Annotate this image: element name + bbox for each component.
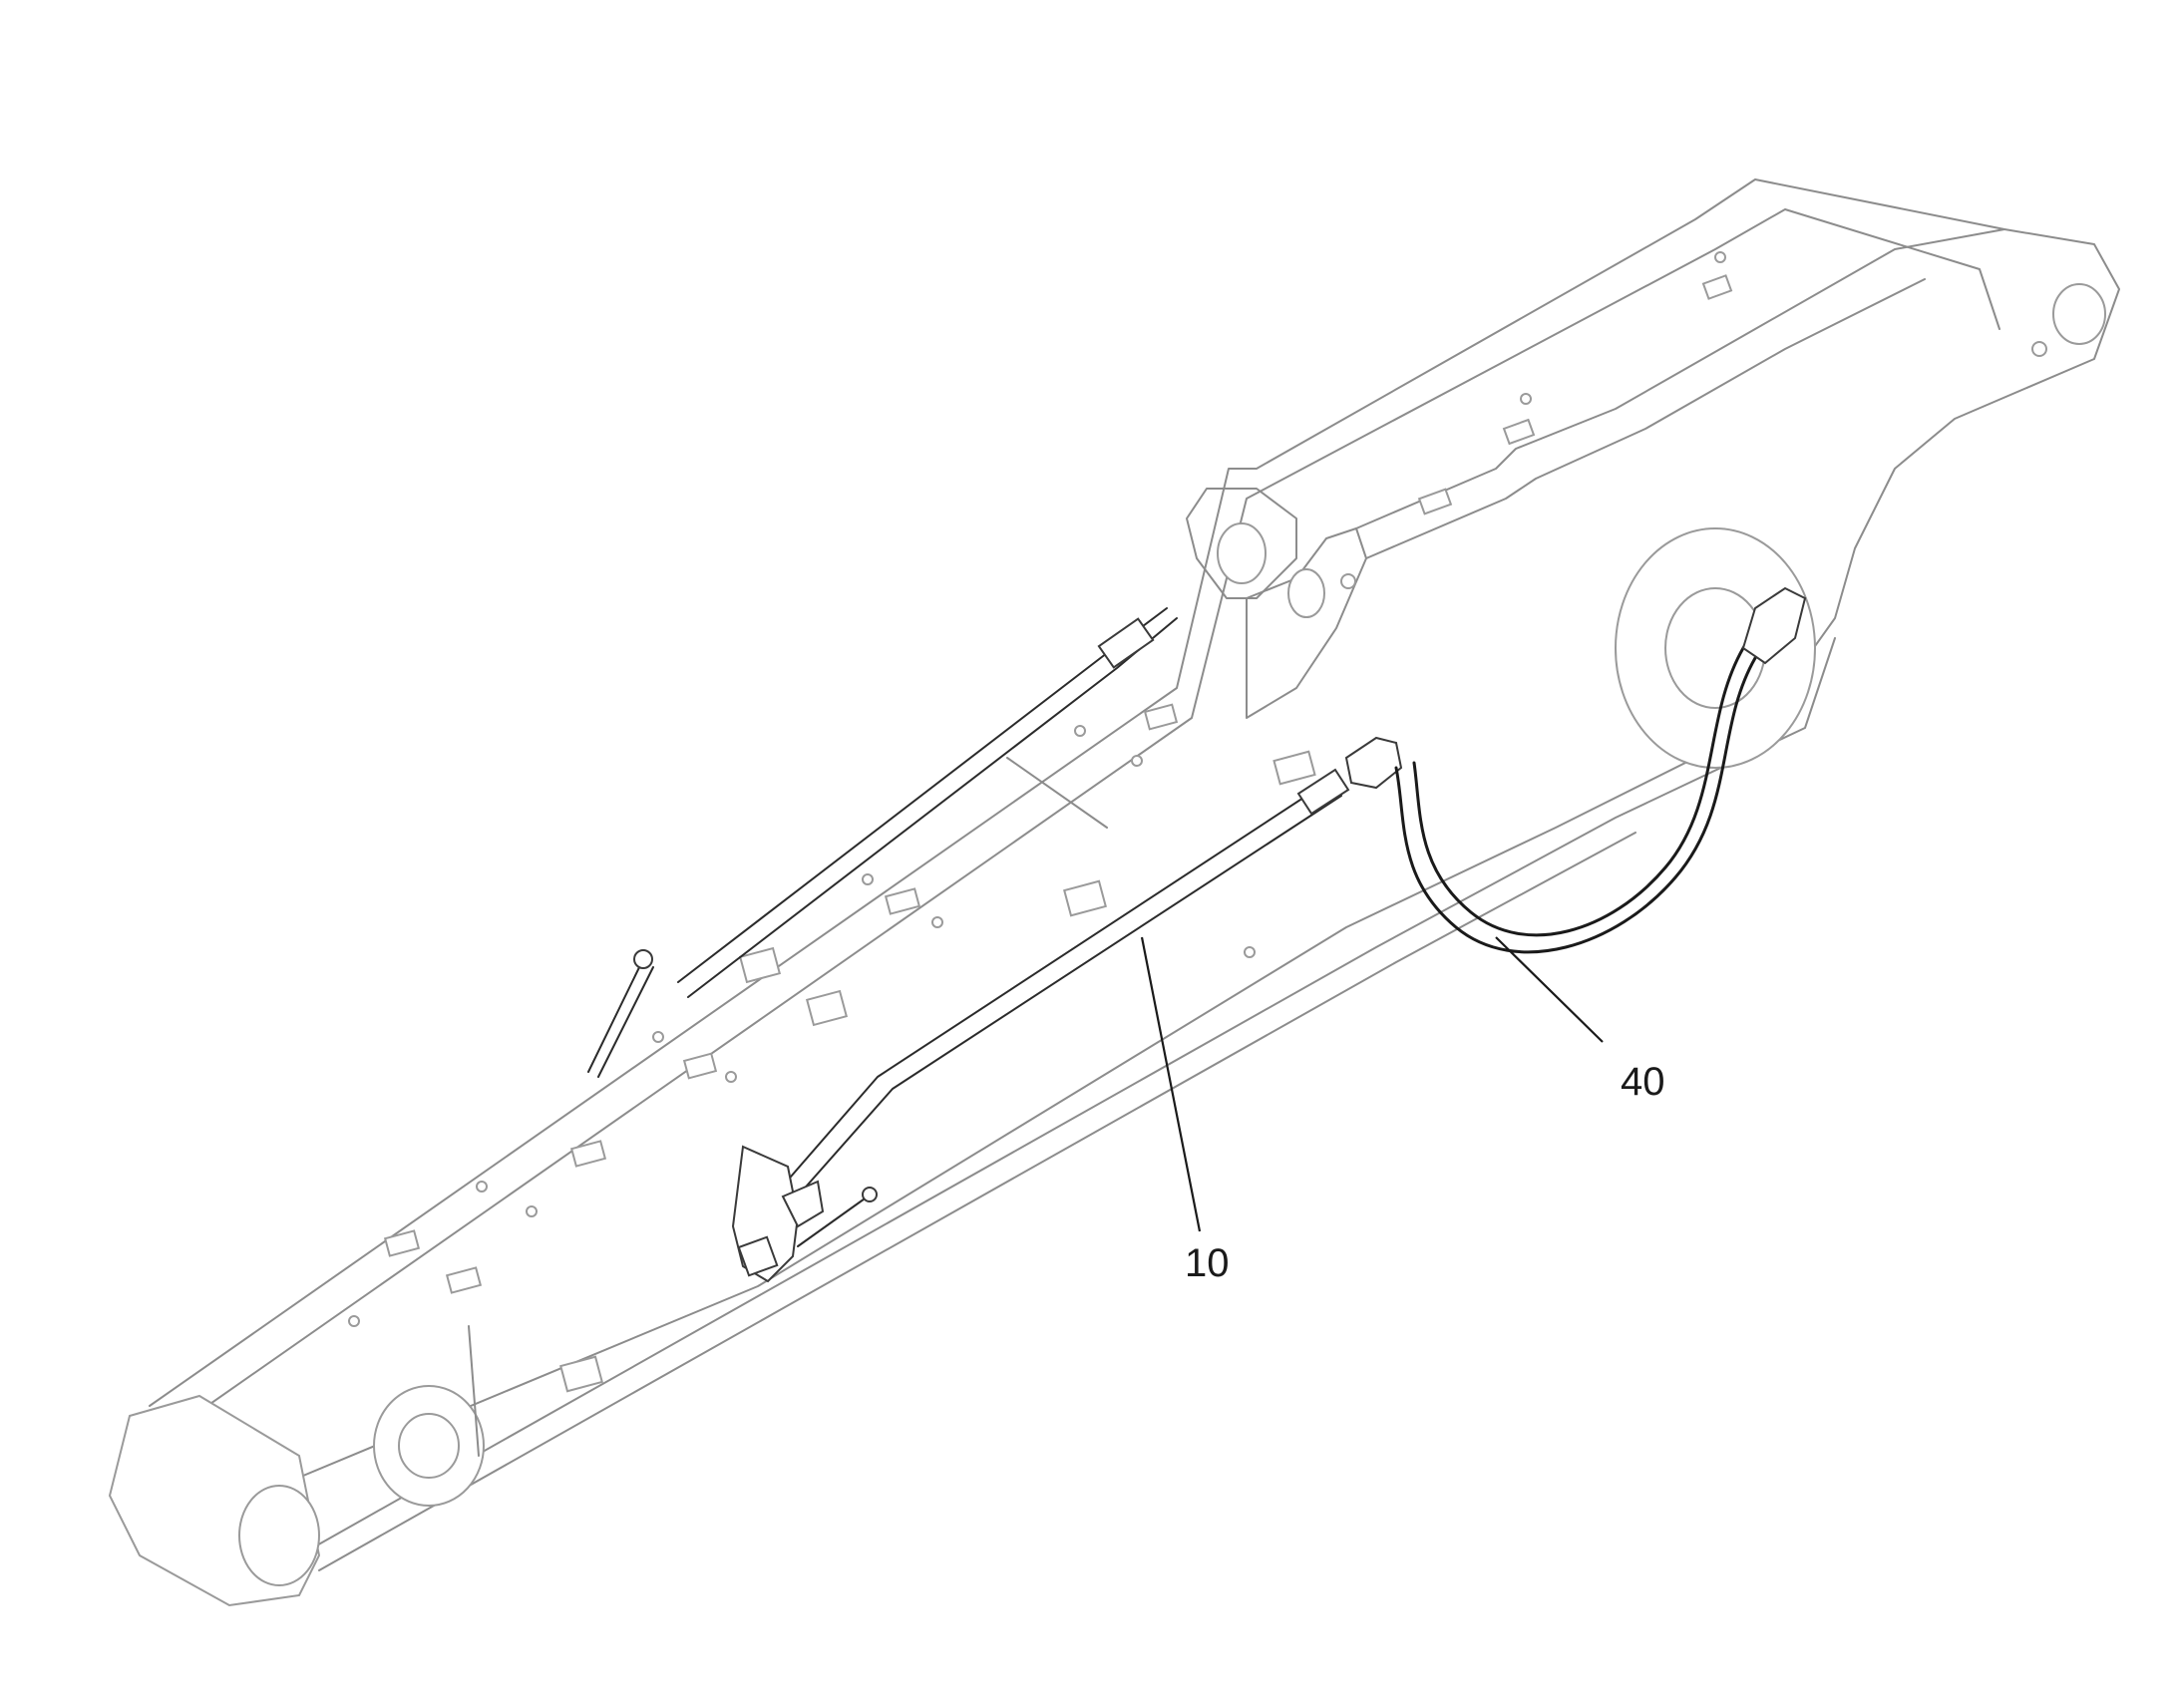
boom-upper-arm bbox=[1186, 488, 1297, 599]
studs bbox=[348, 251, 1726, 1327]
upper-pin-boss-1 bbox=[1217, 522, 1267, 584]
boom-rear-beam-2 bbox=[1365, 278, 1926, 559]
valve-lever bbox=[797, 1196, 869, 1247]
upper-tube-clamp bbox=[1097, 617, 1155, 669]
boom-panel-line-2 bbox=[1006, 757, 1108, 829]
tube-10-clamp bbox=[1296, 768, 1350, 816]
callout-10-label: 10 bbox=[1185, 1241, 1230, 1285]
hydraulic-lines bbox=[587, 586, 1807, 1283]
upper-tube-tail-2 bbox=[597, 966, 654, 1078]
tube-10-elbow-fitting bbox=[1344, 736, 1403, 790]
boom-structure bbox=[108, 178, 2120, 1607]
valve-elbow bbox=[781, 1180, 825, 1228]
boom-top-plate-inner bbox=[164, 208, 2000, 1437]
boom-bottom-edge-2 bbox=[318, 832, 1636, 1571]
upper-steel-tube-2 bbox=[687, 617, 1178, 998]
steel-tube-10-b bbox=[792, 795, 1342, 1202]
mounting-pads bbox=[383, 274, 1733, 1294]
callout-40-leader bbox=[1495, 936, 1604, 1043]
upper-bolt bbox=[1340, 573, 1356, 589]
valve-cap bbox=[737, 1235, 779, 1277]
boom-top-plate-outline bbox=[149, 178, 2120, 1407]
callout-40-label: 40 bbox=[1621, 1060, 1665, 1104]
callout-10-leader bbox=[1140, 936, 1202, 1232]
tip-bolt bbox=[2031, 341, 2047, 357]
base-foot-eye bbox=[238, 1485, 320, 1586]
base-pin-boss-inner bbox=[398, 1413, 460, 1479]
upper-tube-tail bbox=[587, 958, 644, 1073]
hose-40 bbox=[1394, 596, 1797, 954]
upper-pin-boss-2 bbox=[1287, 568, 1325, 618]
upper-tube-ball-end bbox=[633, 949, 653, 969]
boom-panel-line-1 bbox=[468, 1325, 480, 1457]
hose-40-end-fitting bbox=[1741, 586, 1807, 665]
tip-eye bbox=[2052, 283, 2106, 345]
mounting-blocks bbox=[559, 750, 1316, 1393]
boom-bottom-edge bbox=[298, 637, 1836, 1556]
boom-side-wall bbox=[278, 697, 1796, 1487]
boom-rear-beam bbox=[1355, 228, 2005, 529]
upper-steel-tube bbox=[677, 607, 1168, 983]
callouts: 10 40 bbox=[1140, 936, 1665, 1285]
valve-lever-ball bbox=[862, 1187, 878, 1202]
